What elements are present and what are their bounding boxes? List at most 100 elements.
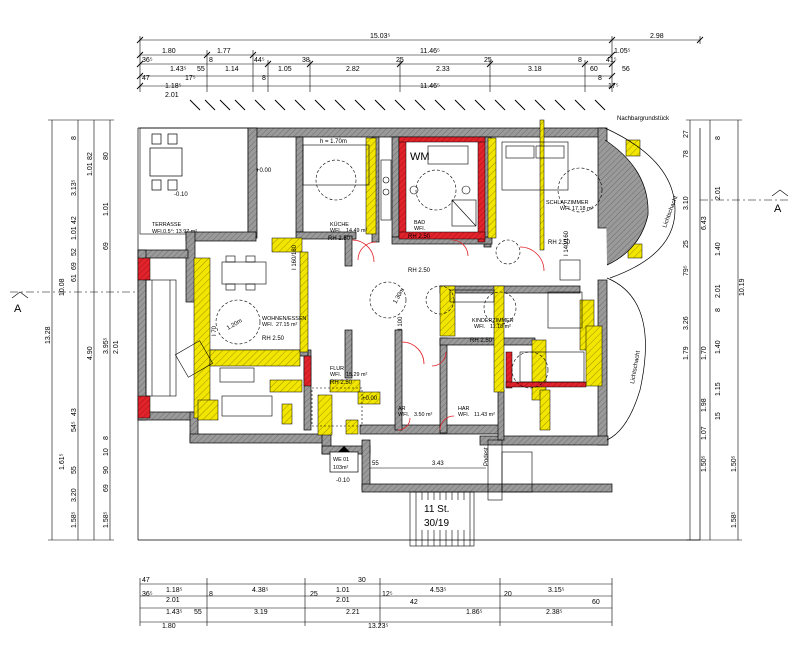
svg-text:I 100: I 100 xyxy=(398,316,404,330)
svg-text:1.07: 1.07 xyxy=(701,426,708,440)
svg-text:1.79: 1.79 xyxy=(683,346,690,360)
terrace-table xyxy=(149,133,183,191)
svg-text:13.28: 13.28 xyxy=(45,326,52,344)
flur-fixtures xyxy=(311,281,455,427)
svg-text:4.38⁵: 4.38⁵ xyxy=(252,587,269,594)
kinder-fixtures xyxy=(449,289,583,329)
svg-text:69: 69 xyxy=(71,262,78,270)
svg-text:11.18 m²: 11.18 m² xyxy=(490,324,511,330)
svg-text:2.98: 2.98 xyxy=(650,33,664,40)
svg-text:55: 55 xyxy=(194,609,202,616)
svg-text:KÜCHE: KÜCHE xyxy=(330,221,349,228)
svg-text:90: 90 xyxy=(103,466,110,474)
svg-text:1.50⁵: 1.50⁵ xyxy=(731,455,738,472)
ground-slashes-top xyxy=(189,99,606,111)
svg-text:WFl.0.5°: 13.97 m²: WFl.0.5°: 13.97 m² xyxy=(152,229,197,235)
svg-text:8: 8 xyxy=(715,308,722,312)
top-dim-texts: 15.03⁵ 2.98 1.80 1.77 11.46⁵ 1.05⁵ 36⁵ 1… xyxy=(142,33,664,99)
svg-text:WFl.: WFl. xyxy=(414,226,425,232)
svg-text:1.18⁵: 1.18⁵ xyxy=(165,83,182,90)
svg-text:11.43 m²: 11.43 m² xyxy=(474,412,495,418)
svg-text:8: 8 xyxy=(715,136,722,140)
svg-text:25: 25 xyxy=(683,240,690,248)
living-fixtures xyxy=(174,255,273,417)
svg-text:55: 55 xyxy=(71,466,78,474)
bay-window xyxy=(145,279,177,397)
terrasse: -0.10 TERRASSE WFl.0.5°: 13.97 m² xyxy=(139,127,249,235)
svg-text:69: 69 xyxy=(103,484,110,492)
svg-text:2.33: 2.33 xyxy=(436,66,450,73)
left-dimensions xyxy=(48,119,114,541)
svg-text:WFl.: WFl. xyxy=(474,324,485,330)
svg-text:17⁵: 17⁵ xyxy=(185,75,196,82)
svg-text:17⁵: 17⁵ xyxy=(608,83,619,90)
svg-text:56: 56 xyxy=(622,66,630,73)
bottom-dim-texts: 47 1.18⁵ 4.38⁵ 1.01 4.53⁵ 3.15⁵ 30 36⁵ 2… xyxy=(142,577,600,630)
svg-text:1.14: 1.14 xyxy=(225,66,239,73)
svg-text:1.18⁵: 1.18⁵ xyxy=(166,587,183,594)
red-elements xyxy=(137,136,587,419)
svg-text:1.58⁵: 1.58⁵ xyxy=(103,511,110,528)
svg-text:Nachbargrundstück: Nachbargrundstück xyxy=(617,116,670,122)
svg-text:h = 1.70m: h = 1.70m xyxy=(320,139,347,145)
svg-text:1.80: 1.80 xyxy=(162,48,176,55)
svg-text:54⁵: 54⁵ xyxy=(71,421,78,432)
svg-text:52: 52 xyxy=(71,248,78,256)
svg-text:4.90: 4.90 xyxy=(87,346,94,360)
top-dimensions xyxy=(139,36,701,92)
svg-text:3.13⁵: 3.13⁵ xyxy=(71,179,78,196)
svg-text:8: 8 xyxy=(209,591,213,598)
svg-text:27: 27 xyxy=(683,130,690,138)
svg-text:1.50⁵: 1.50⁵ xyxy=(701,455,708,472)
svg-text:1.80: 1.80 xyxy=(162,623,176,630)
svg-text:Lichtschacht: Lichtschacht xyxy=(662,195,679,229)
svg-text:55: 55 xyxy=(197,66,205,73)
svg-text:A: A xyxy=(774,203,782,215)
svg-text:HAR: HAR xyxy=(458,406,469,412)
svg-text:30: 30 xyxy=(358,577,366,584)
svg-text:+0.00: +0.00 xyxy=(362,396,378,402)
svg-text:AR: AR xyxy=(398,406,406,412)
svg-text:WFl.: WFl. xyxy=(560,206,571,212)
svg-text:10.08: 10.08 xyxy=(59,278,66,296)
svg-text:2.01: 2.01 xyxy=(715,284,722,298)
svg-text:WM: WM xyxy=(410,151,430,163)
har-fixtures xyxy=(511,351,585,389)
svg-text:11.46⁵: 11.46⁵ xyxy=(420,48,440,55)
svg-text:1.98: 1.98 xyxy=(701,398,708,412)
svg-text:RH 2.50: RH 2.50 xyxy=(408,234,431,240)
svg-text:Lichtschacht: Lichtschacht xyxy=(630,350,642,384)
svg-text:14.49 m²: 14.49 m² xyxy=(346,228,367,234)
svg-text:8: 8 xyxy=(598,75,602,82)
svg-text:12⁵: 12⁵ xyxy=(382,591,393,598)
svg-text:20: 20 xyxy=(504,591,512,598)
svg-text:-0.10: -0.10 xyxy=(336,478,350,484)
door-swings xyxy=(351,239,545,431)
svg-text:1.15: 1.15 xyxy=(715,382,722,396)
svg-text:42: 42 xyxy=(71,216,78,224)
svg-text:1.40: 1.40 xyxy=(715,242,722,256)
svg-text:42: 42 xyxy=(410,599,418,606)
svg-text:I 140/160: I 140/160 xyxy=(564,230,570,256)
svg-text:FLUR: FLUR xyxy=(330,366,344,372)
right-dim-texts: 6.43 10.19 27 78 3.10 25 79⁵ 3.26 1.79 1… xyxy=(683,130,746,528)
right-dimensions xyxy=(686,119,742,541)
svg-text:1.30m: 1.30m xyxy=(393,288,407,305)
svg-text:+0.00: +0.00 xyxy=(256,168,272,174)
svg-text:WFl.: WFl. xyxy=(458,412,469,418)
svg-text:1.01: 1.01 xyxy=(87,162,94,176)
svg-text:WFl.: WFl. xyxy=(330,228,341,234)
svg-text:25: 25 xyxy=(396,57,404,64)
svg-text:3.15⁵: 3.15⁵ xyxy=(548,587,565,594)
svg-text:4.53⁵: 4.53⁵ xyxy=(430,587,447,594)
svg-text:30/19: 30/19 xyxy=(424,518,449,529)
svg-text:3.43: 3.43 xyxy=(432,461,444,467)
svg-text:TERRASSE: TERRASSE xyxy=(152,222,181,228)
svg-text:82: 82 xyxy=(87,152,94,160)
svg-text:13.23⁵: 13.23⁵ xyxy=(368,623,389,630)
svg-text:1.58⁵: 1.58⁵ xyxy=(71,511,78,528)
svg-text:8: 8 xyxy=(578,57,582,64)
svg-text:WFl.: WFl. xyxy=(262,322,273,328)
kitchen-fixtures xyxy=(302,144,392,221)
